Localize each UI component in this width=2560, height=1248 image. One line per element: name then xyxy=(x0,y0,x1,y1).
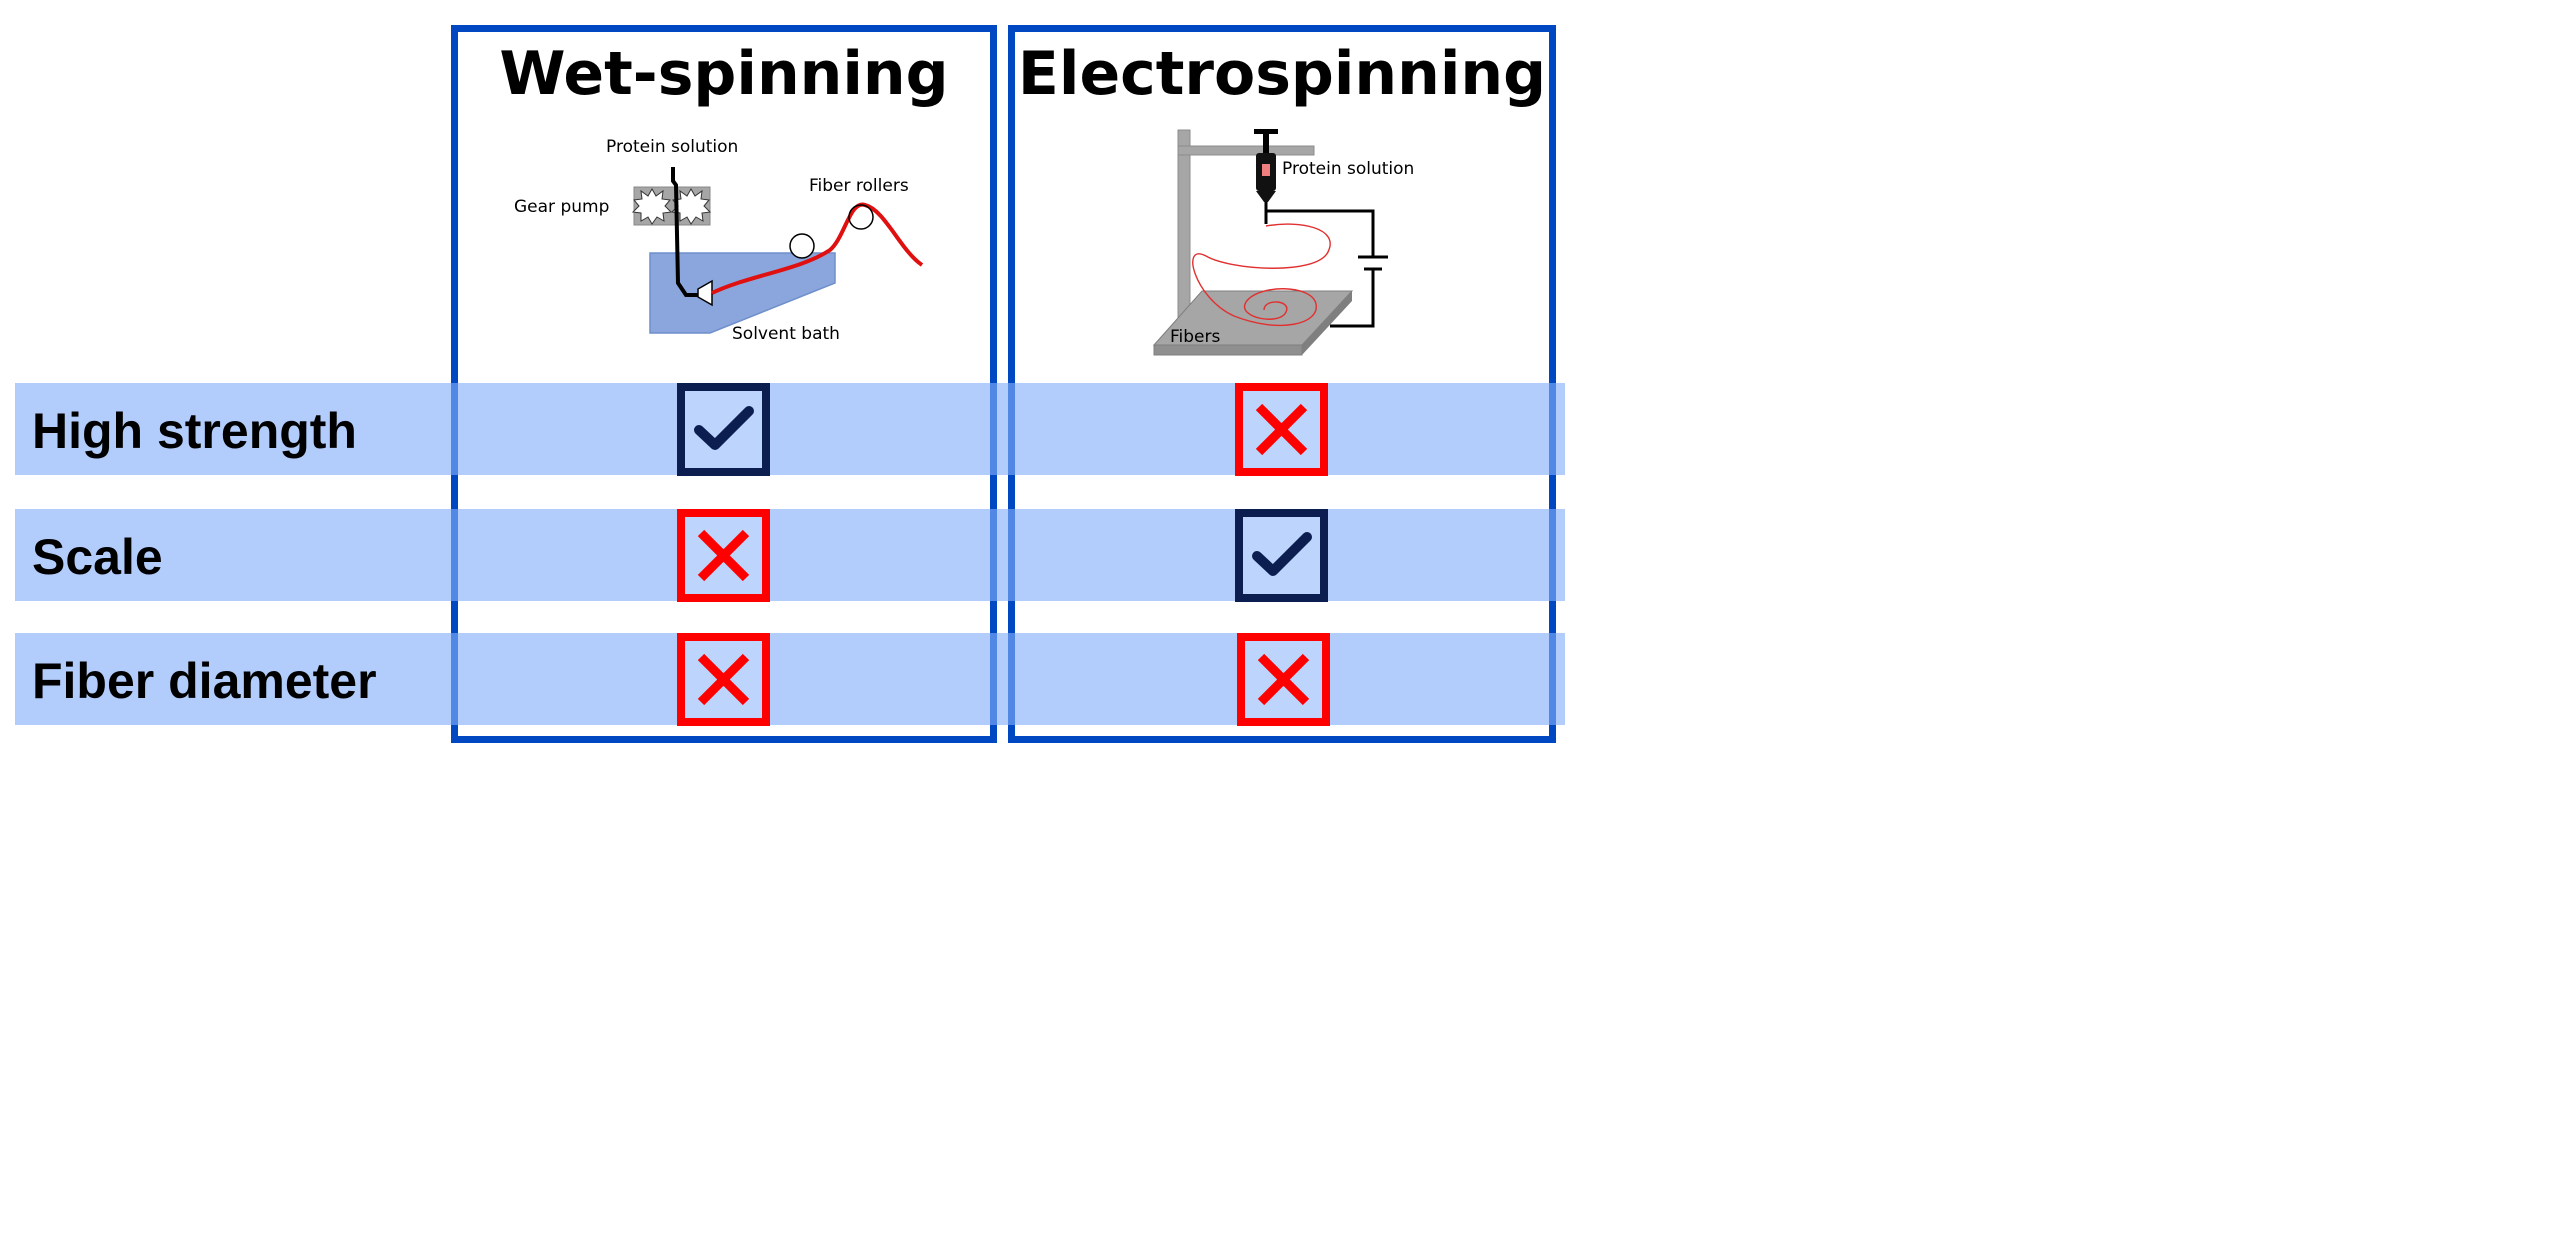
solvent-bath-label: Solvent bath xyxy=(732,324,840,344)
wet-spun-fiber xyxy=(711,202,924,295)
row-label-scale: Scale xyxy=(32,529,163,585)
wet-spinning-diagram: Protein solution Gear pump Fiber rollers… xyxy=(514,137,924,344)
cross-box-icon xyxy=(1257,653,1310,706)
checkmark-box-icon xyxy=(1252,532,1312,576)
protein-solution-label: Protein solution xyxy=(606,137,738,157)
cross-box-icon xyxy=(697,653,750,706)
row-band-scale xyxy=(15,509,1565,601)
mark-scale-wet xyxy=(677,509,770,602)
gear-icon xyxy=(631,187,673,225)
circuit-wire-return xyxy=(1330,270,1375,328)
spinneret-nozzle xyxy=(697,279,713,307)
fiber-roller-1 xyxy=(789,233,815,259)
electrospinning-title: Electrospinning xyxy=(1017,39,1547,109)
electrospun-fiber xyxy=(1192,223,1331,327)
cross-box-icon xyxy=(1255,403,1308,456)
mark-high-strength-electro xyxy=(1235,383,1328,476)
mark-fiber-diameter-electro xyxy=(1237,633,1330,726)
fibers-label: Fibers xyxy=(1170,327,1221,347)
protein-solution-label: Protein solution xyxy=(1282,159,1414,179)
stand-pole xyxy=(1177,129,1191,321)
cross-box-icon xyxy=(697,529,750,582)
row-band-fiber-diameter xyxy=(15,633,1565,725)
row-label-high-strength: High strength xyxy=(32,403,357,459)
wet-spinning-title: Wet-spinning xyxy=(499,39,949,109)
gear-pump-label: Gear pump xyxy=(514,197,609,217)
row-band-high-strength xyxy=(15,383,1565,475)
solution-feed-line xyxy=(671,167,698,297)
row-label-fiber-diameter: Fiber diameter xyxy=(32,653,377,709)
syringe-solution xyxy=(1262,164,1270,176)
mark-high-strength-wet xyxy=(677,383,770,476)
checkmark-box-icon xyxy=(694,406,754,450)
collector-side xyxy=(1302,291,1352,355)
gear-icon xyxy=(670,187,712,225)
syringe-plunger-top xyxy=(1254,129,1278,134)
syringe-plunger xyxy=(1263,133,1269,153)
fiber-roller-2 xyxy=(848,204,874,230)
fiber-rollers-label: Fiber rollers xyxy=(809,176,909,196)
stand-arm xyxy=(1177,145,1315,156)
mark-fiber-diameter-wet xyxy=(677,633,770,726)
mark-scale-electro xyxy=(1235,509,1328,602)
syringe-tip xyxy=(1256,191,1276,202)
electrospinning-diagram: Protein solution Fibers xyxy=(1152,129,1414,356)
circuit-wire xyxy=(1266,209,1375,256)
